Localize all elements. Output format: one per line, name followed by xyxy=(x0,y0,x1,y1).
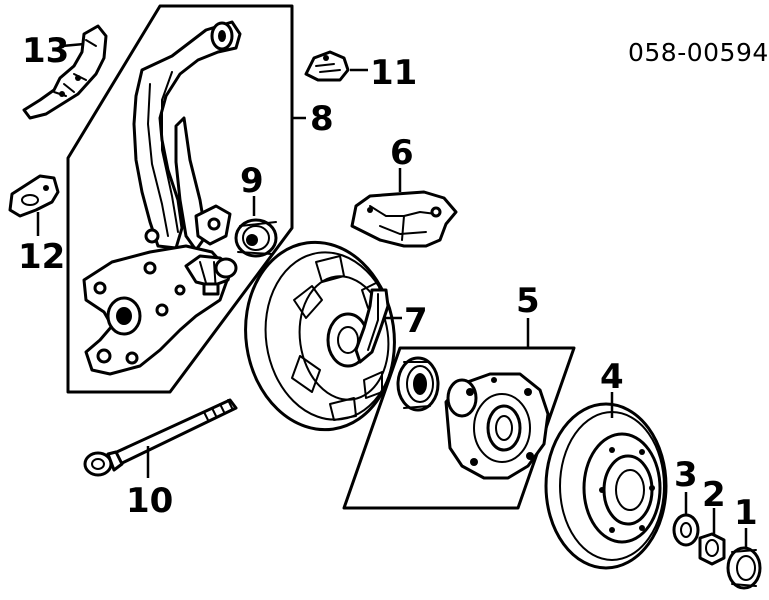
callout-1: 1 xyxy=(734,493,758,533)
hub-part xyxy=(444,372,550,480)
callout-2: 2 xyxy=(702,475,726,515)
shoe-part-7 xyxy=(354,288,390,364)
bracket-part-12 xyxy=(8,174,60,218)
bearing-part xyxy=(396,356,440,412)
callout-7: 7 xyxy=(404,301,428,341)
brake-disc-part-4 xyxy=(544,402,668,570)
callout-13: 13 xyxy=(22,31,69,71)
backing-plate-part xyxy=(244,240,396,432)
bushing-part-9 xyxy=(234,218,278,258)
bolt-part-10 xyxy=(83,398,238,477)
hub-cap-part-1 xyxy=(726,546,762,590)
callout-5: 5 xyxy=(516,281,540,321)
bracket-part-13 xyxy=(22,24,108,120)
part-code: 058-00594 xyxy=(628,38,769,67)
callout-4: 4 xyxy=(600,357,624,397)
callout-8: 8 xyxy=(310,99,334,139)
knuckle-assembly-box xyxy=(66,4,294,394)
clip-part-11 xyxy=(304,50,350,82)
callout-12: 12 xyxy=(18,237,65,277)
nut-part-2 xyxy=(698,532,726,566)
knuckle-part xyxy=(82,20,242,376)
callout-3: 3 xyxy=(674,455,698,495)
hub-assembly-box xyxy=(342,346,576,510)
callout-10: 10 xyxy=(126,481,173,521)
callout-6: 6 xyxy=(390,133,414,173)
washer-part-3 xyxy=(672,513,700,547)
callout-9: 9 xyxy=(240,161,264,201)
callout-11: 11 xyxy=(370,53,417,93)
cover-plate-part-6 xyxy=(350,190,458,248)
